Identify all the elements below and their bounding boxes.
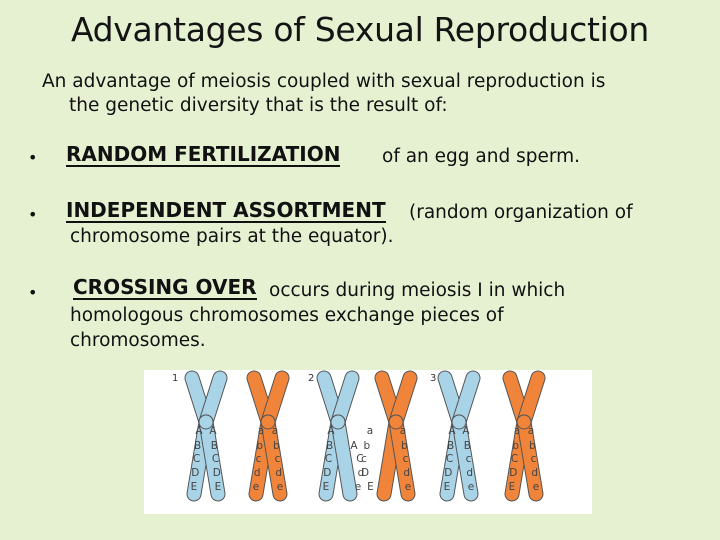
p2-blue-arm-lr — [331, 415, 357, 501]
p1-orange-arm-ur — [261, 371, 289, 429]
p2-orange-cross-gene-2: c — [361, 453, 367, 465]
p1-blue-left-gene-3: D — [191, 467, 199, 479]
panel-number-1: 1 — [172, 373, 178, 384]
p2-orange-right-gene-1: b — [401, 440, 408, 452]
chromosome-diagram: 1 2 3 ABCDEABCDEabcdeabcdeABCDEACDEabcde… — [172, 370, 546, 502]
p2-blue-cross-gene-2: D — [361, 467, 369, 479]
p3-orange-right-gene-2: c — [531, 453, 537, 465]
p1-blue-right-gene-4: E — [215, 481, 222, 493]
p1-orange-right-gene-1: b — [273, 440, 280, 452]
p2-orange-cross-gene-1: b — [363, 440, 370, 452]
p2-orange-right-gene-0: a — [400, 425, 406, 437]
p3-orange-right-gene-1: b — [529, 440, 536, 452]
p1-orange-left-gene-4: e — [253, 481, 259, 493]
p1-blue-right-gene-2: C — [212, 453, 219, 465]
p3-blue-left-gene-4: E — [444, 481, 451, 493]
p3-orange-right-gene-4: e — [533, 481, 539, 493]
p1-orange-left-gene-2: c — [256, 453, 262, 465]
item-3-line-2: homologous chromosomes exchange pieces o… — [70, 305, 504, 326]
p1-orange-right-gene-2: c — [275, 453, 281, 465]
p1-blue-right-gene-3: D — [213, 467, 221, 479]
p3-blue-right-gene-1: B — [464, 440, 471, 452]
p1-orange-right-gene-3: d — [275, 467, 282, 479]
p1-blue-right-gene-1: B — [211, 440, 218, 452]
p2-orange-arm-ur — [389, 371, 417, 429]
p1-orange-left-gene-1: b — [256, 440, 263, 452]
p1-blue-right-gene-0: A — [209, 425, 217, 437]
p2-blue-arm-ur — [331, 371, 359, 429]
term-independent-assortment: INDEPENDENT ASSORTMENT — [66, 198, 386, 223]
p2-blue-cross-gene-3: E — [367, 481, 374, 493]
p2-blue-left-gene-2: C — [325, 453, 332, 465]
p3-orange-left-gene-3: D — [509, 467, 517, 479]
panel-number-3: 3 — [430, 373, 436, 384]
bullet-3: • — [28, 283, 38, 302]
p2-blue-left-gene-1: B — [326, 440, 333, 452]
p3-orange-right-gene-0: a — [528, 425, 534, 437]
p2-blue-left-gene-0: A — [327, 425, 335, 437]
p2-blue-cross-gene-1: C — [356, 453, 363, 465]
p1-orange-arm-lr — [261, 415, 287, 501]
p1-blue-left-gene-4: E — [191, 481, 198, 493]
p2-orange-cross-gene-4: e — [355, 481, 361, 493]
p1-blue-arm-lr — [199, 415, 225, 501]
p2-orange-cross-gene-0: a — [367, 425, 373, 437]
p2-orange-right-gene-2: c — [403, 453, 409, 465]
p3-orange-centromere — [516, 414, 532, 430]
p3-blue-right-gene-3: d — [466, 467, 473, 479]
item-1-line-1: of an egg and sperm. — [382, 146, 581, 167]
p2-orange-right-gene-4: e — [405, 481, 411, 493]
p1-blue-centromere — [198, 414, 214, 430]
term-random-fertilization: RANDOM FERTILIZATION — [66, 142, 341, 167]
p3-blue-left-gene-2: C — [446, 453, 453, 465]
slide-title: Advantages of Sexual Reproduction — [70, 10, 650, 49]
item-2-line-2: chromosome pairs at the equator). — [70, 226, 394, 247]
p3-blue-right-gene-4: e — [468, 481, 474, 493]
panel-number-2: 2 — [308, 373, 314, 384]
p3-blue-arm-ur — [452, 371, 480, 429]
p1-orange-right-gene-0: a — [272, 425, 278, 437]
p3-orange-arm-lr — [517, 415, 543, 501]
p1-orange-right-gene-4: e — [277, 481, 283, 493]
p2-orange-right-gene-3: d — [403, 467, 410, 479]
intro-paragraph: An advantage of meiosis coupled with sex… — [42, 70, 662, 118]
p3-orange-left-gene-0: a — [514, 425, 520, 437]
p2-blue-centromere — [330, 414, 346, 430]
p1-blue-left-gene-1: B — [194, 440, 201, 452]
p3-orange-left-gene-1: b — [512, 440, 519, 452]
p1-blue-left-gene-2: C — [193, 453, 200, 465]
p1-blue-left-gene-0: A — [195, 425, 203, 437]
p3-blue-right-gene-2: c — [466, 453, 472, 465]
p2-orange-arm-lr — [389, 415, 415, 501]
p2-orange-cross-gene-3: d — [358, 467, 365, 479]
bullet-2: • — [28, 205, 38, 224]
p2-blue-left-gene-4: E — [323, 481, 330, 493]
p3-orange-left-gene-2: C — [511, 453, 518, 465]
intro-line-2: the genetic diversity that is the result… — [69, 95, 448, 116]
bullet-1: • — [28, 148, 38, 167]
p3-orange-arm-ur — [517, 371, 545, 429]
p2-orange-centromere — [388, 414, 404, 430]
p3-blue-left-gene-0: A — [448, 425, 456, 437]
p1-orange-left-gene-0: a — [258, 425, 264, 437]
p2-blue-left-gene-3: D — [323, 467, 331, 479]
p1-orange-centromere — [260, 414, 276, 430]
item-3-line-3: chromosomes. — [70, 330, 206, 351]
term-crossing-over: CROSSING OVER — [73, 275, 257, 300]
p3-orange-left-gene-4: E — [509, 481, 516, 493]
p2-blue-cross-gene-0: A — [350, 440, 358, 452]
item-2-line-1: (random organization of — [409, 202, 633, 223]
p3-blue-arm-lr — [452, 415, 478, 501]
p3-orange-right-gene-3: d — [531, 467, 538, 479]
p3-blue-left-gene-1: B — [447, 440, 454, 452]
p1-orange-left-gene-3: d — [254, 467, 261, 479]
intro-line-1: An advantage of meiosis coupled with sex… — [42, 71, 606, 92]
item-3-line-1: occurs during meiosis I in which — [269, 280, 566, 301]
p3-blue-left-gene-3: D — [444, 467, 452, 479]
p3-blue-right-gene-0: A — [462, 425, 470, 437]
p3-blue-centromere — [451, 414, 467, 430]
p1-blue-arm-ur — [199, 371, 227, 429]
